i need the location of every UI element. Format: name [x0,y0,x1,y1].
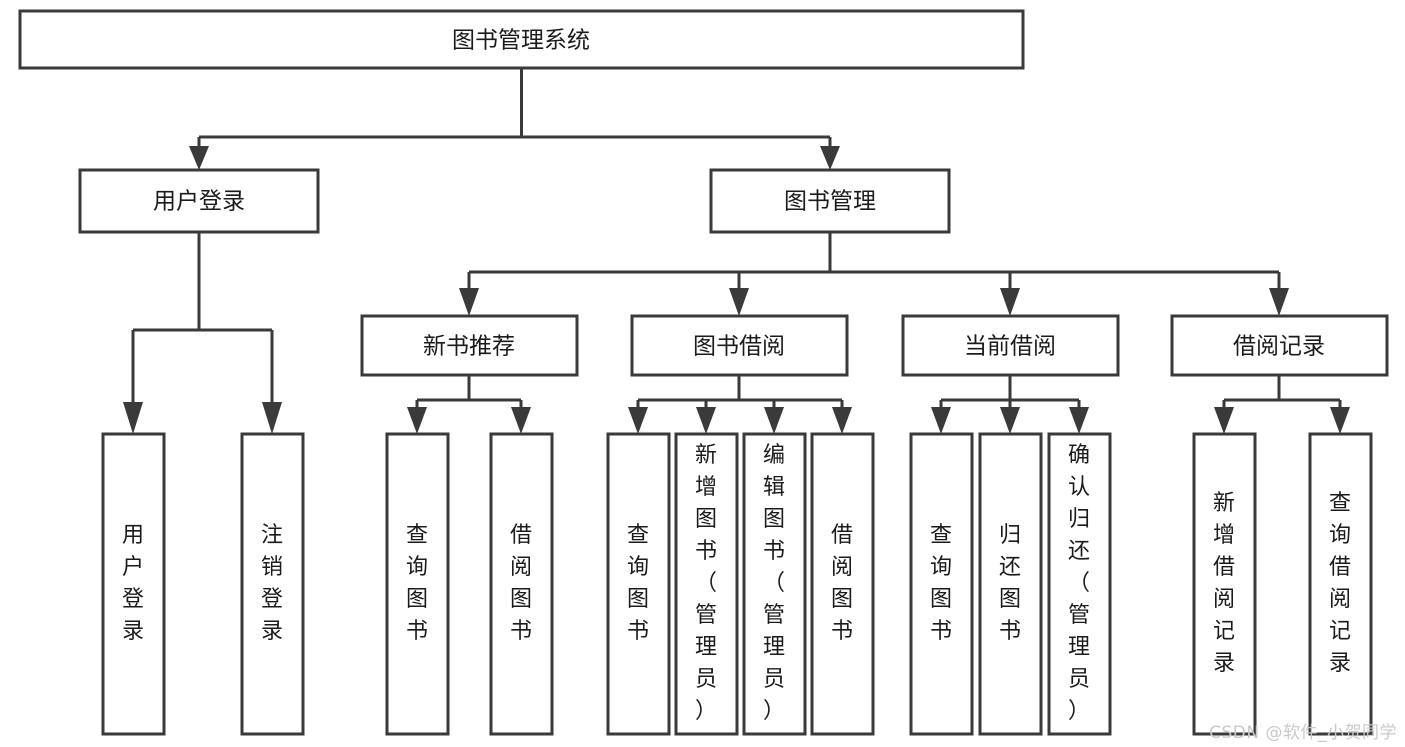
node-book-manage-box[interactable] [709,168,951,234]
connector-group-book-borrow [628,375,852,434]
connector-group-root [189,68,840,170]
node-user-login-label: 用户登录 [153,189,245,215]
leaf-book-borrow-edit[interactable]: 编辑图书（管理员） [742,432,807,736]
leaf-current-borrow-return[interactable]: 归还图书 [978,432,1043,736]
leaf-borrow-record-add-label: 新增借阅记录 [1213,491,1235,676]
arrow-head-user-login [189,146,209,170]
leaf-new-book-query-label: 查询图书 [406,523,428,644]
node-current-borrow-label: 当前借阅 [964,334,1056,360]
leaf-borrow-record-add-box[interactable] [1192,432,1257,736]
leaf-new-book-query[interactable]: 查询图书 [385,432,450,736]
arrow-head-nb-query-book [407,407,427,434]
leaf-borrow-record-add[interactable]: 新增借阅记录 [1192,432,1257,736]
leaf-user-login-logout[interactable]: 注销登录 [240,432,305,736]
node-borrow-record-box[interactable] [1170,314,1389,377]
arrow-head-br-add-record [1214,407,1234,434]
node-borrow-record[interactable]: 借阅记录 [1170,314,1389,377]
leaf-current-borrow-confirm[interactable]: 确认归还（管理员） [1047,432,1112,736]
leaf-new-book-query-box[interactable] [385,432,450,736]
arrow-head-cb-return-book [1000,407,1020,434]
leaf-book-borrow-query[interactable]: 查询图书 [606,432,671,736]
leaf-new-book-borrow[interactable]: 借阅图书 [489,432,554,736]
leaf-book-borrow-query-box[interactable] [606,432,671,736]
leaf-book-borrow-edit-label: 编辑图书（管理员） [763,443,785,724]
node-new-book-recommend-box[interactable] [360,314,579,377]
arrow-head-nb-borrow-book [511,407,531,434]
arrow-head-bb-query-book [628,407,648,434]
node-root-box[interactable] [18,9,1025,70]
leaf-current-borrow-query-box[interactable] [909,432,974,736]
node-book-borrow-label: 图书借阅 [693,334,785,360]
connector-group-new-book [407,375,531,434]
connector-group-borrow-record [1214,375,1350,434]
leaf-book-borrow-edit-box[interactable] [742,432,807,736]
arrow-head-new-book [459,288,479,316]
leaf-current-borrow-query-label: 查询图书 [930,523,952,644]
arrow-head-cb-confirm-return [1069,407,1089,434]
arrow-head-cb-query-book [931,407,951,434]
csdn-watermark: CSDN @软件_小贺同学 [1209,723,1397,743]
node-user-login-box[interactable] [78,168,320,234]
leaf-borrow-record-query-label: 查询借阅记录 [1329,491,1351,676]
leaf-current-borrow-query[interactable]: 查询图书 [909,432,974,736]
leaf-user-login-login[interactable]: 用户登录 [101,432,166,736]
leaf-user-login-logout-label: 注销登录 [261,523,283,644]
connector-group-current-borrow [931,375,1089,434]
arrow-head-bb-borrow-book [832,407,852,434]
leaf-book-borrow-borrow-box[interactable] [810,432,875,736]
arrow-head-borrow-record [1269,288,1289,316]
node-root[interactable]: 图书管理系统 [18,9,1025,70]
arrow-head-book-manage [820,146,840,170]
leaf-borrow-record-query[interactable]: 查询借阅记录 [1308,432,1373,736]
leaf-book-borrow-add-label: 新增图书（管理员） [695,443,717,724]
node-book-manage[interactable]: 图书管理 [709,168,951,234]
arrow-head-bb-edit-book [764,407,784,434]
leaf-current-borrow-confirm-box[interactable] [1047,432,1112,736]
leaf-current-borrow-return-box[interactable] [978,432,1043,736]
node-new-book-recommend[interactable]: 新书推荐 [360,314,579,377]
leaf-book-borrow-query-label: 查询图书 [627,523,649,644]
node-user-login[interactable]: 用户登录 [78,168,320,234]
node-borrow-record-label: 借阅记录 [1233,334,1325,360]
arrow-head-leaf-user-login [123,402,143,434]
leaf-user-login-logout-box[interactable] [240,432,305,736]
leaf-user-login-login-box[interactable] [101,432,166,736]
leaf-new-book-borrow-box[interactable] [489,432,554,736]
leaf-borrow-record-query-box[interactable] [1308,432,1373,736]
leaf-new-book-borrow-label: 借阅图书 [510,523,532,644]
node-root-label: 图书管理系统 [452,28,590,54]
arrow-head-bb-add-book [696,407,716,434]
leaf-book-borrow-add[interactable]: 新增图书（管理员） [674,432,739,736]
node-current-borrow-box[interactable] [901,314,1120,377]
leaf-book-borrow-borrow-label: 借阅图书 [831,523,853,644]
node-book-borrow[interactable]: 图书借阅 [630,314,849,377]
connector-group-book-manage [459,232,1289,316]
leaf-current-borrow-return-label: 归还图书 [999,523,1021,644]
node-current-borrow[interactable]: 当前借阅 [901,314,1120,377]
arrow-head-leaf-logout [262,402,282,434]
node-new-book-recommend-label: 新书推荐 [423,334,515,360]
arrow-head-br-query-record [1330,407,1350,434]
connector-group-user-login [123,232,282,434]
leaf-book-borrow-borrow[interactable]: 借阅图书 [810,432,875,736]
leaf-user-login-login-label: 用户登录 [122,523,144,644]
arrow-head-book-borrow [729,288,749,316]
node-book-borrow-box[interactable] [630,314,849,377]
leaf-current-borrow-confirm-label: 确认归还（管理员） [1068,443,1090,724]
node-book-manage-label: 图书管理 [784,189,876,215]
arrow-head-current-borrow [1000,288,1020,316]
leaf-book-borrow-add-box[interactable] [674,432,739,736]
